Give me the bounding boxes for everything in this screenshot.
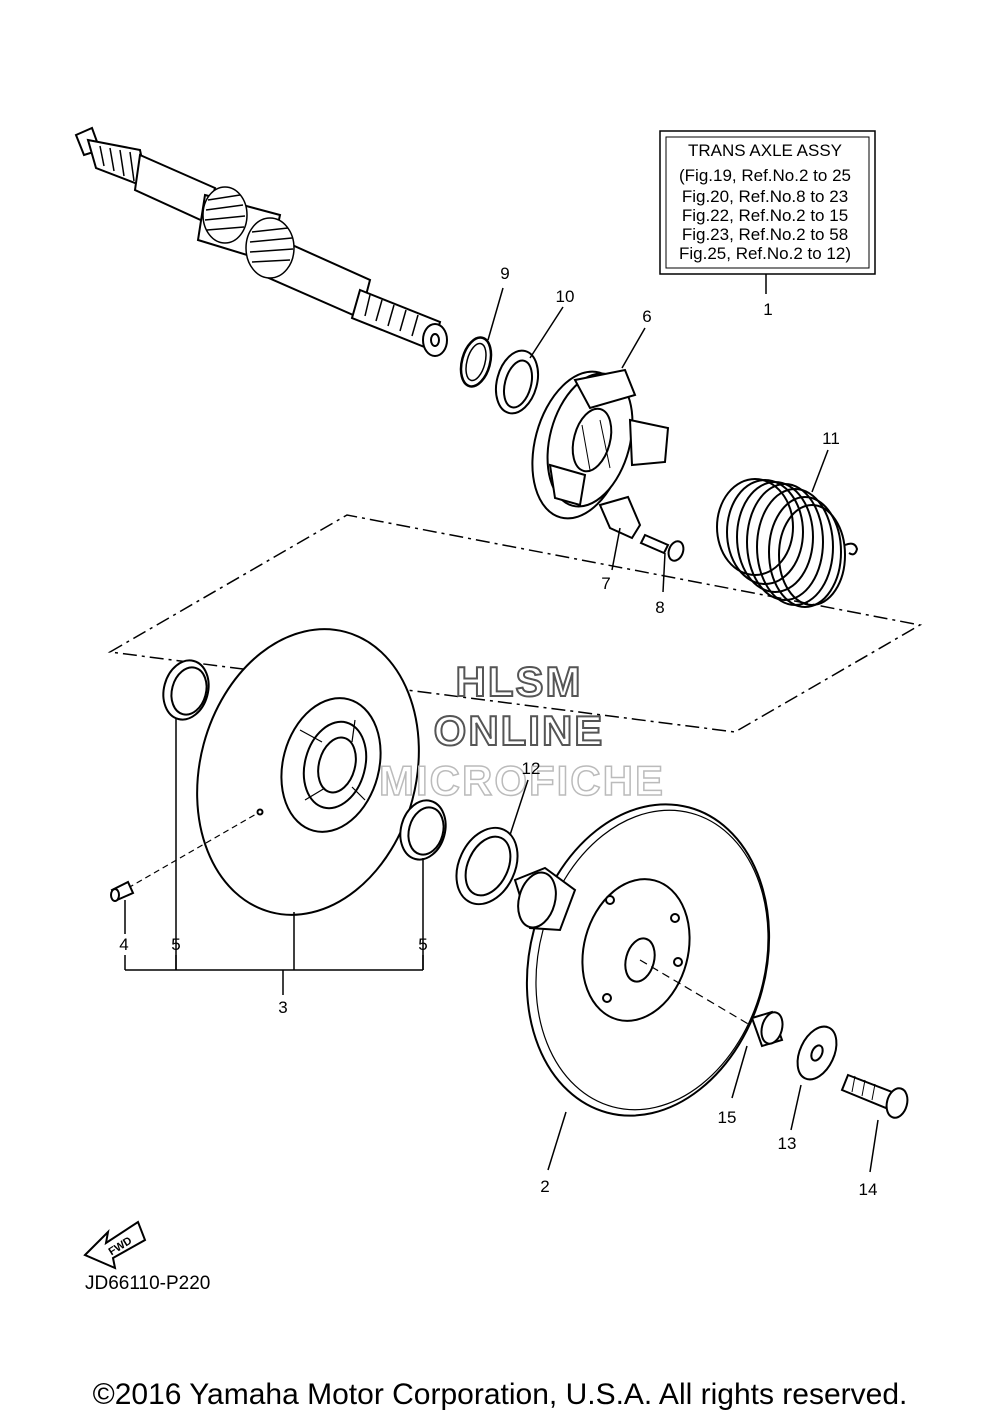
collar-part-15	[750, 1010, 784, 1048]
grease-nipple-part-4	[110, 880, 135, 902]
diagram-code: JD66110-P220	[85, 1273, 210, 1294]
callout-numbers: 1 9 10 6 11 7 8 12 4 5 5 3 15 13 2 14	[119, 264, 877, 1199]
callout-14: 14	[859, 1180, 878, 1199]
oil-seal-part-5-left	[162, 659, 210, 721]
callout-8: 8	[655, 598, 664, 617]
callout-3: 3	[278, 998, 287, 1017]
callout-13: 13	[778, 1134, 797, 1153]
fwd-arrow-icon: FWD	[83, 1220, 147, 1270]
cam-part-6	[531, 368, 670, 520]
slider-part-7	[598, 495, 642, 540]
callout-15: 15	[718, 1108, 737, 1127]
assy-box-line: (Fig.19, Ref.No.2 to 25	[679, 166, 851, 185]
bolt-part-8	[639, 533, 685, 562]
copyright-notice: ©2016 Yamaha Motor Corporation, U.S.A. A…	[92, 1378, 908, 1411]
sheave-part-3	[127, 628, 420, 916]
callout-4: 4	[119, 935, 128, 954]
callout-9: 9	[500, 264, 509, 283]
assy-box-line: Fig.25, Ref.No.2 to 12)	[679, 244, 851, 263]
washer-part-13	[796, 1025, 838, 1081]
callout-7: 7	[601, 574, 610, 593]
watermark: HLSM ONLINE MICROFICHE	[378, 657, 665, 805]
oil-seal-part-5-right	[399, 799, 447, 861]
washer-part-10	[494, 349, 540, 415]
callout-10: 10	[556, 287, 575, 306]
trans-axle-assy-box: TRANS AXLE ASSY (Fig.19, Ref.No.2 to 25 …	[659, 130, 876, 294]
bolt-part-14	[840, 1073, 909, 1119]
sliding-sheave-part-2	[513, 803, 771, 1117]
spring-part-11	[716, 478, 859, 608]
callout-2: 2	[540, 1177, 549, 1196]
callout-12: 12	[522, 759, 541, 778]
assy-box-line: Fig.22, Ref.No.2 to 15	[682, 206, 848, 225]
gear-teeth	[99, 145, 419, 337]
washer-part-12	[455, 826, 519, 906]
callout-1: 1	[763, 300, 772, 319]
callout-5-right: 5	[418, 935, 427, 954]
watermark-line-2: ONLINE	[434, 707, 605, 754]
assembly-dashed-outline	[107, 514, 923, 733]
assy-box-title: TRANS AXLE ASSY	[688, 141, 842, 160]
watermark-line-3: MICROFICHE	[379, 757, 665, 804]
leader-lines	[124, 287, 879, 1173]
callout-6: 6	[642, 307, 651, 326]
watermark-line-1: HLSM	[456, 658, 583, 705]
callout-11: 11	[822, 429, 840, 448]
trans-axle-shaft	[74, 126, 448, 357]
assy-box-line: Fig.20, Ref.No.8 to 23	[682, 187, 848, 206]
callout-5-left: 5	[171, 935, 180, 954]
assy-box-line: Fig.23, Ref.No.2 to 58	[682, 225, 848, 244]
circlip-part-9	[459, 336, 493, 388]
